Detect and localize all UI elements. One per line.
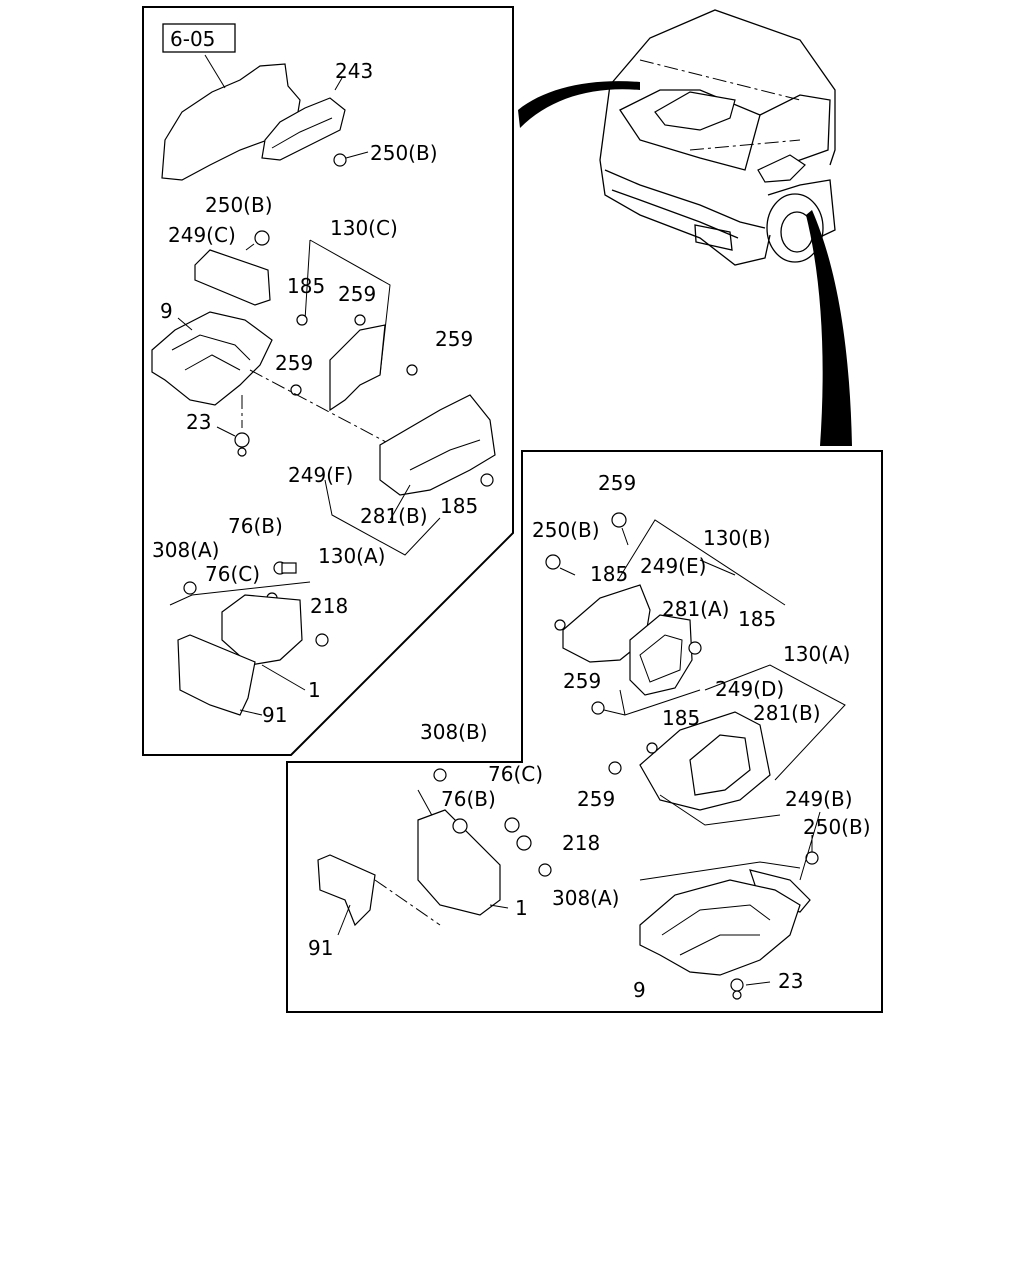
- label-281b: 281(B): [753, 701, 821, 725]
- bolt-icon: [554, 619, 566, 631]
- bolt-icon: [406, 364, 418, 376]
- truck-cab-illustration: [599, 9, 836, 266]
- panel-281a: [629, 614, 693, 696]
- duct-9: [639, 879, 801, 976]
- bolt-icon: [183, 581, 197, 595]
- label-1: 1: [308, 678, 321, 702]
- reference-box: [162, 23, 236, 53]
- label-76b: 76(B): [441, 787, 496, 811]
- label-259: 259: [598, 471, 636, 495]
- label-250b: 250(B): [532, 518, 600, 542]
- label-259: 259: [338, 282, 376, 306]
- label-250b: 250(B): [370, 141, 438, 165]
- label-130a: 130(A): [318, 544, 385, 568]
- label-76b: 76(B): [228, 514, 283, 538]
- label-249d: 249(D): [715, 677, 784, 701]
- bolt-icon: [296, 314, 308, 326]
- bracket-243: [261, 97, 346, 161]
- bracket-130c: [329, 324, 386, 412]
- label-130a: 130(A): [783, 642, 850, 666]
- label-259: 259: [577, 787, 615, 811]
- bolt-icon: [315, 633, 329, 647]
- bolt-icon: [254, 230, 270, 246]
- label-250b-top: 250(B): [205, 193, 273, 217]
- label-308a: 308(A): [152, 538, 219, 562]
- duct-9: [151, 311, 273, 406]
- label-185: 185: [440, 494, 478, 518]
- label-185: 185: [590, 562, 628, 586]
- bolt-icon: [611, 512, 627, 528]
- bolt-icon: [608, 761, 622, 775]
- label-249f: 249(F): [288, 463, 353, 487]
- bolt-icon: [480, 473, 494, 487]
- label-281b: 281(B): [360, 504, 428, 528]
- bracket-1: [221, 594, 303, 666]
- bolt-icon: [333, 153, 347, 167]
- label-249c: 249(C): [168, 223, 236, 247]
- bolt-icon: [538, 863, 552, 877]
- label-23: 23: [778, 969, 803, 993]
- label-308b: 308(B): [420, 720, 488, 744]
- label-130b: 130(B): [703, 526, 771, 550]
- label-9: 9: [633, 978, 646, 1002]
- label-91: 91: [262, 703, 287, 727]
- label-130c: 130(C): [330, 216, 398, 240]
- label-243: 243: [335, 59, 373, 83]
- reference-label: 6-05: [170, 27, 215, 51]
- label-259: 259: [435, 327, 473, 351]
- bolt-icon: [504, 817, 520, 833]
- label-259: 259: [563, 669, 601, 693]
- bolt-icon: [591, 701, 605, 715]
- label-23: 23: [186, 410, 211, 434]
- label-249e: 249(E): [640, 554, 706, 578]
- label-249b: 249(B): [785, 787, 853, 811]
- label-185: 185: [738, 607, 776, 631]
- bolt-icon: [646, 742, 658, 754]
- bolt-icon: [516, 835, 532, 851]
- bracket-91: [317, 854, 376, 927]
- bolt-icon: [688, 641, 702, 655]
- label-218: 218: [310, 594, 348, 618]
- bolt-icon: [433, 768, 447, 782]
- label-308a: 308(A): [552, 886, 619, 910]
- label-185: 185: [287, 274, 325, 298]
- callout-arrow: [518, 81, 640, 128]
- label-9: 9: [160, 299, 173, 323]
- panel-281b: [379, 394, 496, 496]
- panel-281b: [689, 734, 751, 796]
- label-76c: 76(C): [488, 762, 543, 786]
- bolt-icon: [452, 818, 468, 834]
- label-218: 218: [562, 831, 600, 855]
- label-76c: 76(C): [205, 562, 260, 586]
- bolt-icon: [290, 384, 302, 396]
- right-panel-frame: [286, 450, 883, 1013]
- callout-arrow: [806, 210, 852, 446]
- label-91: 91: [308, 936, 333, 960]
- plate-249c: [194, 249, 271, 306]
- label-1: 1: [515, 896, 528, 920]
- bracket-1: [417, 809, 501, 916]
- bolt-icon: [354, 314, 366, 326]
- label-185: 185: [662, 706, 700, 730]
- bolt-icon: [545, 554, 561, 570]
- label-259: 259: [275, 351, 313, 375]
- screw-icon: [730, 978, 744, 992]
- screw-icon: [234, 432, 250, 448]
- bracket-91: [177, 634, 256, 716]
- label-250b: 250(B): [803, 815, 871, 839]
- label-281a: 281(A): [662, 597, 729, 621]
- left-panel-frame: [142, 6, 514, 756]
- dash-panel: [161, 63, 301, 181]
